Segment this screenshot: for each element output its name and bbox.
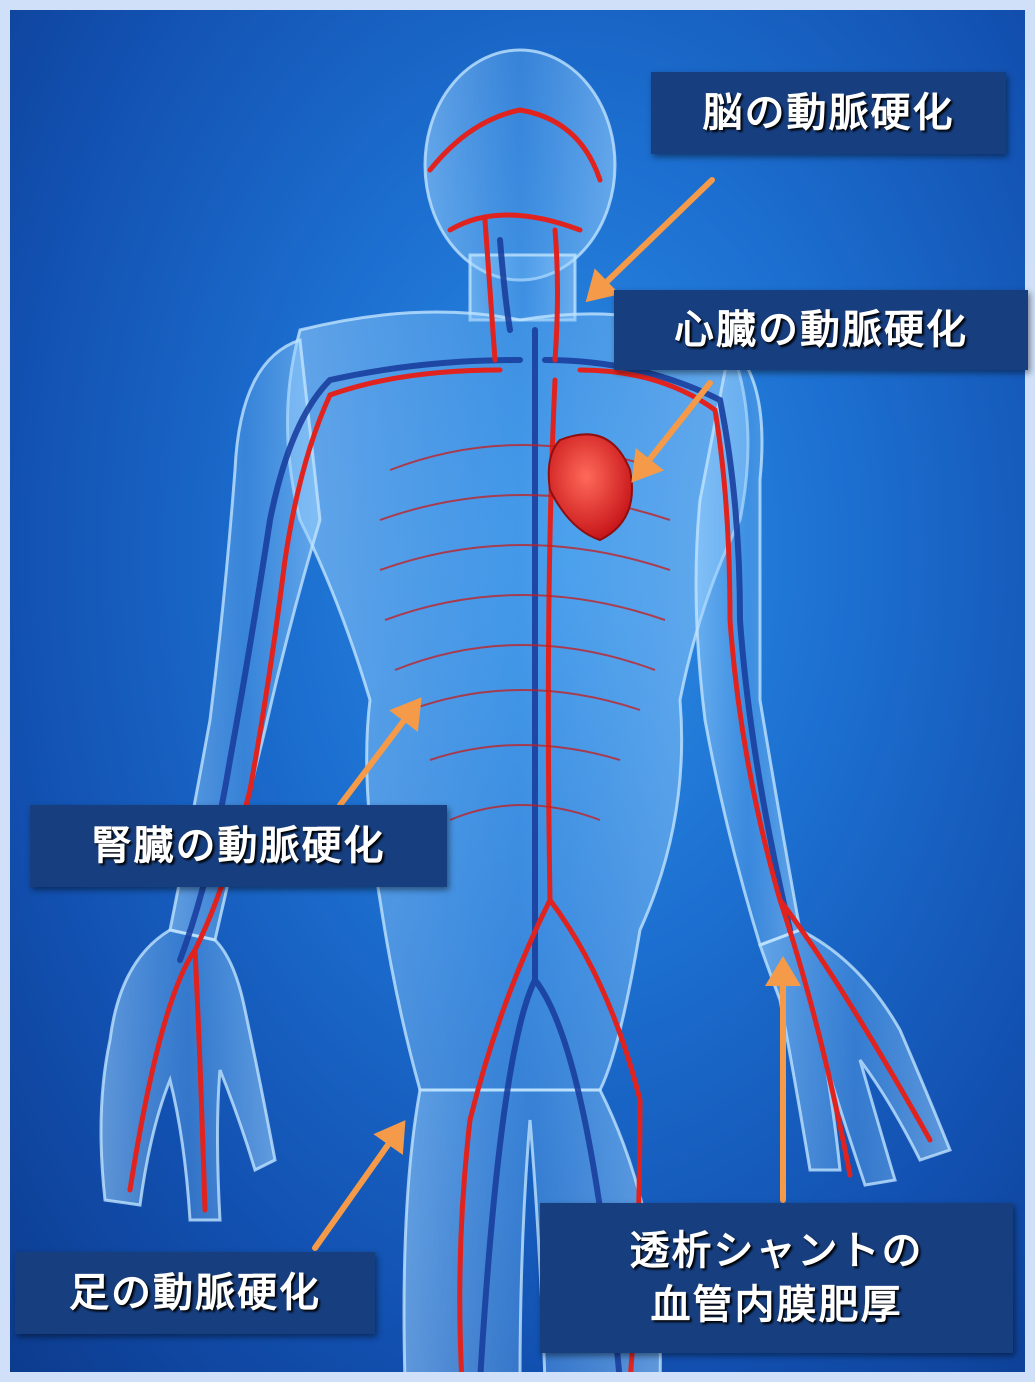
heart-arteriosclerosis-label: 心臓の動脈硬化 [614, 290, 1028, 370]
heart-label-text: 心臓の動脈硬化 [674, 303, 968, 357]
kidney-arteriosclerosis-label: 腎臓の動脈硬化 [30, 805, 447, 887]
leg-label-text: 足の動脈硬化 [69, 1266, 321, 1320]
kidney-label-text: 腎臓の動脈硬化 [92, 819, 386, 873]
shunt-label-line1: 透析シャントの [630, 1224, 924, 1278]
arrow-leg [315, 1125, 402, 1248]
body-silhouette [101, 50, 950, 1382]
dialysis-shunt-label: 透析シャントの 血管内膜肥厚 [540, 1203, 1013, 1353]
brain-arteriosclerosis-label: 脳の動脈硬化 [651, 72, 1006, 154]
brain-label-text: 脳の動脈硬化 [703, 86, 955, 140]
leg-arteriosclerosis-label: 足の動脈硬化 [15, 1252, 375, 1334]
shunt-label-line2: 血管内膜肥厚 [651, 1278, 903, 1332]
